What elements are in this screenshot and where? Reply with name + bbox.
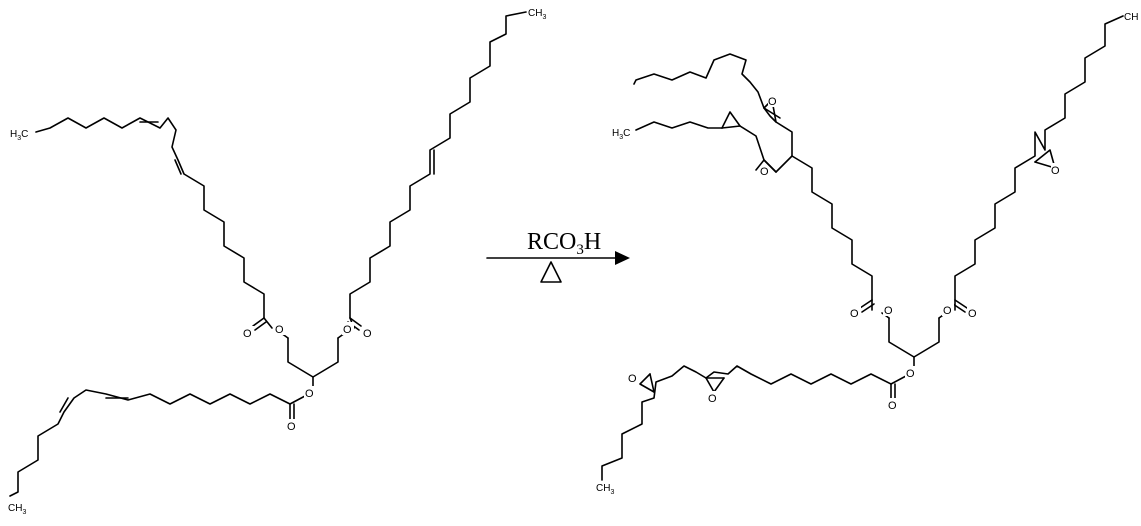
epoxide-o-3: O [1051, 165, 1060, 177]
epoxide-ring-2b [721, 125, 741, 129]
product-linoleate-chain-bottom [601, 365, 892, 481]
product-epoxidized-triglyceride: O O O O O O O O O O O H3C CH CH3 [596, 12, 1138, 496]
epoxide-ring-4 [705, 377, 725, 393]
epoxide-o-5: O [628, 373, 637, 385]
atom-o-carbonyl-3: O [287, 421, 296, 433]
atom-o-ester-1: O [275, 324, 284, 336]
linoleate-chain-top [35, 117, 265, 319]
epoxide-ring-3 [1034, 149, 1056, 169]
product-methyl-left-top: H3C [612, 128, 630, 141]
product-carbonyl-dbl-right-1 [954, 299, 968, 309]
product-ester-o-bottom [890, 375, 907, 385]
carbonyl-double-1 [252, 317, 265, 327]
cis-double-1 [174, 159, 182, 175]
epoxide-o-4: O [708, 393, 717, 405]
atom-o-carbonyl-2: O [363, 328, 372, 340]
product-carbonyl-dbl-left-1 [859, 299, 873, 309]
epoxide-ring-2c [755, 159, 777, 173]
methyl-right-top: CH3 [528, 8, 546, 21]
epoxide-o-1: O [768, 96, 777, 108]
oleate-chain [349, 11, 527, 319]
product-chain-top-tail [635, 121, 723, 131]
product-atom-o-carbonyl-1: O [850, 308, 859, 320]
reagent-label: RCO3H [527, 229, 601, 258]
epoxide-o-2: O [760, 166, 769, 178]
product-methyl-right-top: CH [1124, 12, 1138, 23]
epoxide-ring-5 [639, 373, 655, 393]
epoxide-ring-5b [649, 373, 655, 393]
triangle-heat-icon [540, 261, 562, 283]
arrowhead-icon [615, 251, 630, 265]
linoleate-chain-bottom [9, 389, 291, 497]
epoxide-ring-2 [721, 111, 741, 129]
product-atom-o-ester-1: O [884, 305, 893, 317]
epoxide-ring-1b [763, 107, 781, 119]
product-atom-o-ester-3: O [906, 368, 915, 380]
methyl-left-top: H3C [10, 129, 28, 142]
reactant-triglyceride: O O O O O O H3C CH3 CH3 [8, 8, 546, 516]
carbonyl-double-2 [254, 321, 267, 331]
product-extra-bonds [635, 121, 793, 173]
atom-o-carbonyl-1: O [243, 328, 252, 340]
product-atom-o-carbonyl-3: O [888, 400, 897, 412]
reaction-arrow: RCO3H [486, 229, 630, 283]
product-linoleate-chain-top [633, 53, 873, 301]
product-glycerol-backbone [888, 317, 940, 358]
atom-o-ester-2: O [343, 324, 352, 336]
methyl-bottom-left: CH3 [8, 503, 26, 516]
product-carbonyl-dbl-left-2 [861, 303, 875, 313]
product-oleate-chain [954, 15, 1124, 301]
atom-o-ester-3: O [305, 388, 314, 400]
ester-carbonyl-left [263, 317, 273, 329]
product-carbonyl-dbl-right-2 [952, 303, 966, 313]
carbonyl-double-3 [349, 317, 362, 327]
product-methyl-bottom: CH3 [596, 483, 614, 496]
glycerol-backbone [287, 337, 339, 378]
product-atom-o-carbonyl-2: O [968, 308, 977, 320]
bottom-double-2 [59, 397, 69, 413]
ester-o-bottom-bond [289, 395, 306, 405]
product-atom-o-ester-2: O [943, 305, 952, 317]
